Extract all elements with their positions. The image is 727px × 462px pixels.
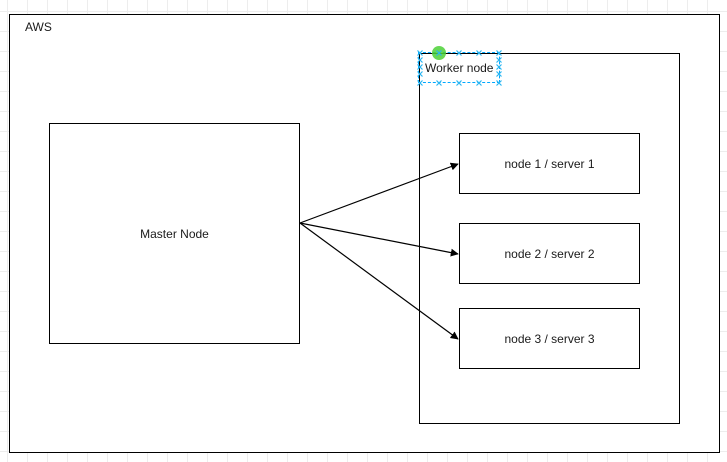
resize-handle-icon[interactable]	[496, 57, 502, 63]
node-2-label: node 2 / server 2	[504, 246, 595, 261]
resize-handle-icon[interactable]	[417, 80, 423, 86]
resize-handle-icon[interactable]	[476, 80, 482, 86]
resize-handle-icon[interactable]	[496, 71, 502, 77]
resize-handle-icon[interactable]	[476, 50, 482, 56]
resize-handle-icon[interactable]	[436, 50, 442, 56]
master-node-label: Master Node	[140, 226, 209, 241]
master-node-box[interactable]: Master Node	[49, 123, 300, 344]
resize-handle-icon[interactable]	[456, 50, 462, 56]
resize-handle-icon[interactable]	[417, 50, 423, 56]
node-1-label: node 1 / server 1	[504, 156, 595, 171]
aws-label: AWS	[25, 20, 52, 34]
resize-handle-icon[interactable]	[417, 64, 423, 70]
resize-handle-icon[interactable]	[496, 64, 502, 70]
worker-node-label[interactable]: Worker node	[425, 61, 494, 75]
resize-handle-icon[interactable]	[496, 80, 502, 86]
resize-handle-icon[interactable]	[417, 71, 423, 77]
node-2-box[interactable]: node 2 / server 2	[459, 223, 640, 284]
resize-handle-icon[interactable]	[436, 80, 442, 86]
resize-handle-icon[interactable]	[496, 50, 502, 56]
node-1-box[interactable]: node 1 / server 1	[459, 133, 640, 194]
resize-handle-icon[interactable]	[417, 57, 423, 63]
resize-handle-icon[interactable]	[456, 80, 462, 86]
node-3-label: node 3 / server 3	[504, 331, 595, 346]
node-3-box[interactable]: node 3 / server 3	[459, 308, 640, 369]
